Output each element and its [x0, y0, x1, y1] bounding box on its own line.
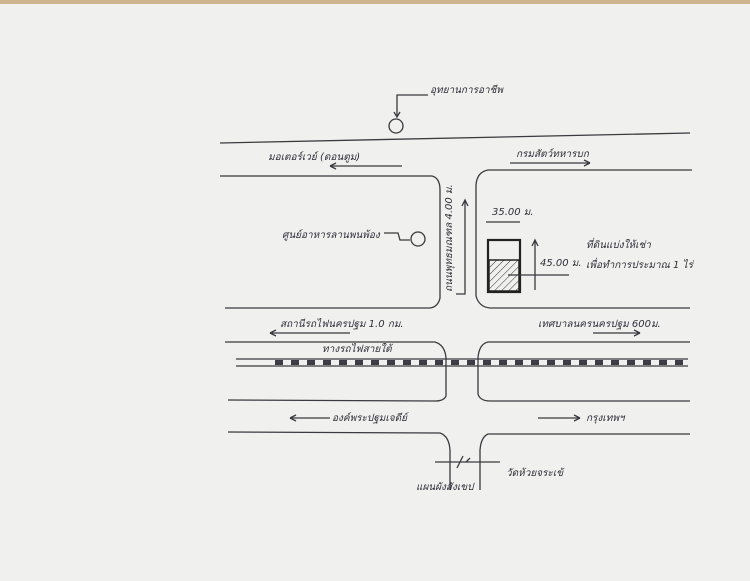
label-food-center: ศูนย์อาหารลานพนพ้อง: [282, 229, 381, 241]
railway-tie: [483, 360, 491, 365]
pointer-career-park: [396, 94, 428, 116]
railway-tie: [387, 360, 395, 365]
road-edge-top: [219, 132, 691, 144]
railway-tie: [595, 360, 603, 365]
length-dimension: [508, 238, 569, 290]
railway-tie: [371, 360, 379, 365]
label-wat: วัดห้วยจระเข้: [506, 467, 565, 479]
label-bangkok: กรุงเทพฯ: [586, 413, 626, 424]
railway-tie: [659, 360, 667, 365]
railway-ties: [275, 360, 683, 365]
label-municipality: เทศบาลนครนครปฐม 600ม.: [538, 319, 661, 330]
railway-track: [236, 358, 688, 367]
block-left-middle: [225, 341, 447, 402]
arrow-up: [456, 198, 469, 295]
block-right-upper: [475, 169, 692, 309]
road-edge-bottom-left: [227, 431, 451, 490]
railway-tie: [675, 360, 683, 365]
railway-tie: [499, 360, 507, 365]
railway-tie: [323, 360, 331, 365]
railway-tie: [419, 360, 427, 365]
plot-length: 45.00 ม.: [540, 258, 582, 269]
arrow-left: [289, 414, 330, 422]
arrow-right: [510, 159, 591, 167]
label-train-station: สถานีรถไฟนครปฐม 1.0 กม.: [280, 318, 404, 330]
plot-width: 35.00 ม.: [492, 207, 534, 218]
railway-tie: [515, 360, 523, 365]
plot-note-2: เพื่อทำการประมาณ 1 ไร่: [586, 257, 695, 271]
arrow-head: [393, 111, 401, 119]
label-army-dept: กรมสัตว์ทหารบก: [516, 148, 590, 160]
road-edge-bottom-right: [479, 433, 690, 490]
railway-tie: [355, 360, 363, 365]
railway-tie: [435, 360, 443, 365]
label-vertical-road: ถนนพุทธมณฑล 4.00 ม.: [444, 184, 455, 292]
railway-tie: [275, 360, 283, 365]
map-title: แผนผังสังเขป: [416, 482, 475, 493]
railway-tie: [611, 360, 619, 365]
railway-tie: [563, 360, 571, 365]
block-right-middle: [477, 341, 690, 402]
plot-note-1: ที่ดินแบ่งให้เช่า: [586, 237, 651, 251]
arrow-left: [269, 329, 350, 337]
career-park-marker: [388, 118, 404, 134]
crossing-mark: [435, 455, 500, 469]
paper-sheet: [0, 4, 750, 581]
label-career-park: อุทยานการอาชีพ: [430, 84, 504, 96]
railway-tie: [531, 360, 539, 365]
railway-tie: [627, 360, 635, 365]
railway-tie: [403, 360, 411, 365]
railway-tie: [579, 360, 587, 365]
block-left-upper: [220, 175, 441, 309]
railway-tie: [643, 360, 651, 365]
label-railway: ทางรถไฟสายใต้: [322, 343, 394, 355]
arrow-left: [329, 162, 402, 170]
label-motorway: มอเตอร์เวย์ (ดอนตูม): [268, 151, 360, 163]
label-chedi: องค์พระปฐมเจดีย์: [332, 412, 409, 424]
arrow-right: [538, 414, 581, 422]
railway-tie: [291, 360, 299, 365]
railway-tie: [451, 360, 459, 365]
arrow-right: [593, 329, 641, 337]
railway-tie: [467, 360, 475, 365]
railway-tie: [547, 360, 555, 365]
pointer-food-center: [384, 232, 410, 241]
railway-tie: [339, 360, 347, 365]
railway-tie: [307, 360, 315, 365]
food-center-marker: [410, 231, 426, 247]
